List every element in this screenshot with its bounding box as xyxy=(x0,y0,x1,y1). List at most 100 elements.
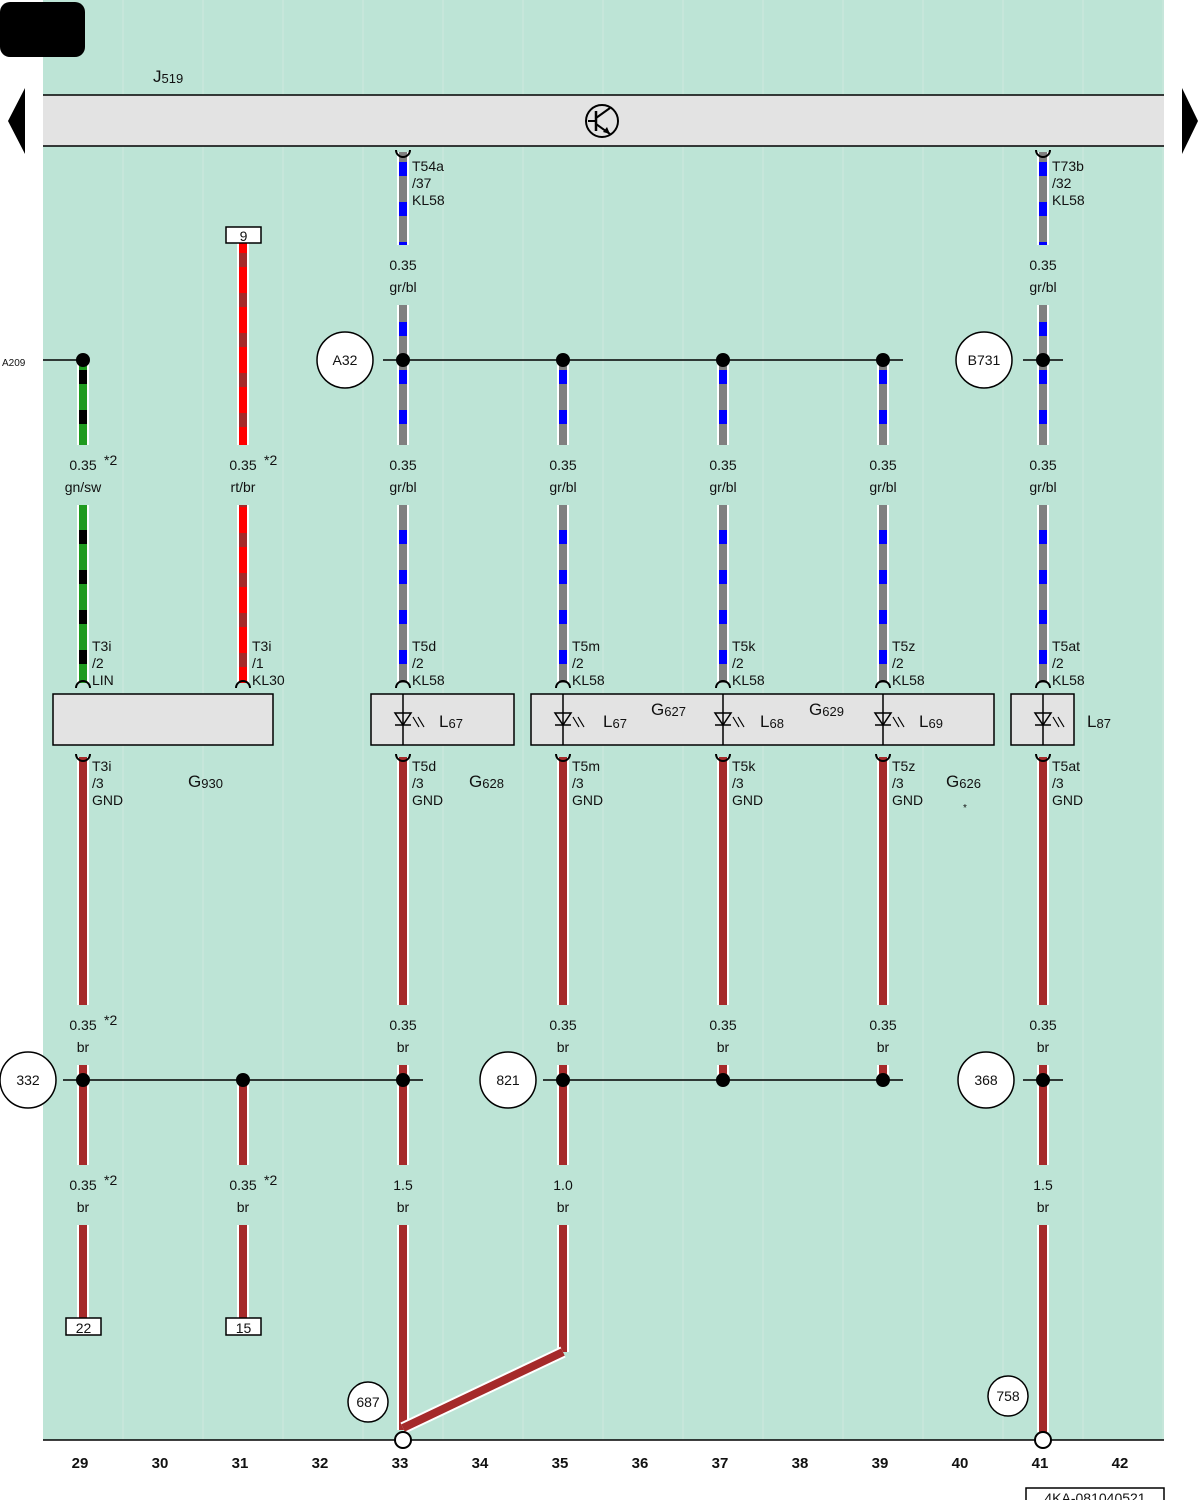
plug-icon xyxy=(1035,753,1051,762)
page-tab xyxy=(0,2,85,57)
component-label-g628-number: 628 xyxy=(482,776,504,791)
wire-size-label: 0.35 xyxy=(869,1017,896,1033)
pin-label: /3 xyxy=(732,775,744,791)
pin-label: GND xyxy=(892,792,923,808)
wire-size-label: 0.35 xyxy=(549,1017,576,1033)
wire-footnote: *2 xyxy=(104,1012,117,1028)
wire-color-code: gr/bl xyxy=(549,479,576,495)
wire-label-gap xyxy=(1035,445,1051,505)
wire-color-code: gn/sw xyxy=(65,479,102,495)
pin-label: GND xyxy=(92,792,123,808)
pin-label: /2 xyxy=(732,655,744,671)
led-ray xyxy=(417,716,425,728)
led-ray xyxy=(572,716,580,728)
component-label-l67a: L67 xyxy=(439,712,463,731)
wire-size-label: 0.35 xyxy=(1029,1017,1056,1033)
transistor-arrow xyxy=(603,127,610,134)
component-label-l67b-letter: L xyxy=(603,712,612,731)
wire-size-label: 0.35 xyxy=(709,1017,736,1033)
wire-size-label: 1.5 xyxy=(393,1177,413,1193)
pin-label: GND xyxy=(572,792,603,808)
connection-label: B731 xyxy=(968,352,1001,368)
reference-box xyxy=(65,1317,102,1336)
reference-label: 22 xyxy=(76,1320,92,1336)
wire-size-label: 0.35 xyxy=(69,1177,96,1193)
track-number: 42 xyxy=(1112,1455,1129,1472)
connector-a209-label: A209 xyxy=(2,358,26,369)
control-unit-label-number: 519 xyxy=(162,71,184,86)
wire-label-gap xyxy=(715,445,731,505)
connection-circle xyxy=(316,331,374,389)
drawing-number: 4KA-081040521 xyxy=(1044,1490,1145,1500)
component-label-l67b-number: 67 xyxy=(612,716,626,731)
component-g628 xyxy=(370,693,515,746)
track-number: 29 xyxy=(72,1455,89,1472)
track-number: 33 xyxy=(392,1455,409,1472)
pin-label: GND xyxy=(732,792,763,808)
led-triangle xyxy=(393,712,413,727)
led-icon xyxy=(713,694,745,745)
wire-size-label: 1.0 xyxy=(553,1177,573,1193)
track-number: 41 xyxy=(1032,1455,1049,1472)
pin-label: T5z xyxy=(892,758,915,774)
pin-label: T3i xyxy=(92,758,111,774)
wire-size-label: 0.35 xyxy=(389,1017,416,1033)
led-ray xyxy=(892,716,900,728)
wire-footnote: *2 xyxy=(264,1172,277,1188)
led-icon xyxy=(393,694,425,745)
wire-footnote: *2 xyxy=(104,452,117,468)
pin-label: /3 xyxy=(892,775,904,791)
wire-footnote: *2 xyxy=(264,452,277,468)
wire-label-gap xyxy=(875,1005,891,1065)
pin-label: KL58 xyxy=(412,672,445,688)
plug-icon xyxy=(1035,680,1051,689)
wire-color-code: gr/bl xyxy=(1029,479,1056,495)
connection-label: 332 xyxy=(16,1072,40,1088)
wire-color-code: gr/bl xyxy=(1029,279,1056,295)
drawing-number-box xyxy=(1025,1487,1165,1500)
wire-color-code: br xyxy=(77,1199,90,1215)
pin-label: KL58 xyxy=(412,192,445,208)
wire-diagonal xyxy=(400,1346,566,1434)
pin-label: KL58 xyxy=(1052,192,1085,208)
connection-label: A32 xyxy=(333,352,358,368)
component-label-l87: L87 xyxy=(1087,712,1111,731)
component-label-g628: G628 xyxy=(469,772,504,791)
track-number: 30 xyxy=(152,1455,169,1472)
wire-size-label: 0.35 xyxy=(229,1177,256,1193)
wire-color-code: br xyxy=(237,1199,250,1215)
reference-label: 15 xyxy=(236,1320,252,1336)
wire-size-label: 0.35 xyxy=(709,457,736,473)
connection-circle xyxy=(957,1051,1015,1109)
junction-dot xyxy=(556,1073,570,1087)
component-label-l68: L68 xyxy=(760,712,784,731)
wire-label-gap xyxy=(875,445,891,505)
component-label-g626-letter: G xyxy=(946,772,959,791)
pin-label: T5k xyxy=(732,758,756,774)
junction-dot xyxy=(716,1073,730,1087)
wire-label-gap xyxy=(395,1165,411,1225)
wire-label-gap xyxy=(555,1005,571,1065)
pin-label: /3 xyxy=(412,775,424,791)
plug-icon xyxy=(875,753,891,762)
plug-icon xyxy=(75,753,91,762)
led-triangle xyxy=(713,712,733,727)
wire-base xyxy=(401,1348,565,1432)
transistor-outline xyxy=(585,104,619,138)
pin-label: KL58 xyxy=(1052,672,1085,688)
pin-label: T5at xyxy=(1052,758,1080,774)
plug-icon xyxy=(1035,149,1051,158)
wire-label-gap xyxy=(1035,1165,1051,1225)
wire-label-gap xyxy=(395,245,411,305)
track-number: 40 xyxy=(952,1455,969,1472)
wire-label-gap xyxy=(1035,1005,1051,1065)
junction-dot xyxy=(556,353,570,367)
component-label-l67b: L67 xyxy=(603,712,627,731)
component-label-g930: G930 xyxy=(188,772,223,791)
plug-icon xyxy=(75,680,91,689)
plug-icon xyxy=(555,753,571,762)
pin-label: GND xyxy=(412,792,443,808)
plug-icon xyxy=(395,680,411,689)
pin-label: /1 xyxy=(252,655,264,671)
wire-color-code: gr/bl xyxy=(869,479,896,495)
